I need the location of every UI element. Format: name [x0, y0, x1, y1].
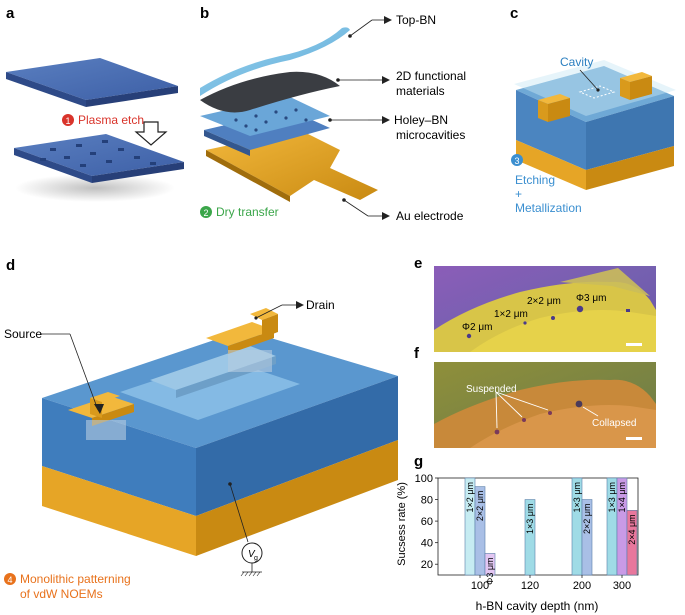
y-tick-label: 20 [421, 559, 433, 571]
svg-text:4: 4 [7, 575, 12, 585]
bar [484, 553, 496, 576]
drain-label: Drain [306, 298, 335, 312]
label-phi2: Φ2 μm [462, 322, 492, 333]
panel-letter-f: f [414, 345, 420, 362]
y-axis-label: Sucsess rate (%) [396, 482, 408, 566]
label-phi3: Φ3 μm [576, 293, 606, 304]
x-tick-label: 300 [613, 580, 631, 592]
panel-c: Cavity 3 Etching + Metallization [511, 55, 676, 215]
suspended-label: Suspended [466, 384, 517, 395]
callout-au-electrode: Au electrode [396, 209, 464, 223]
svg-text:1: 1 [65, 116, 70, 126]
callout-top-bn: Top-BN [396, 13, 436, 27]
label-1x2: 1×2 μm [494, 309, 528, 320]
bar-label: 1×4 μm [617, 482, 627, 512]
scale-bar-f [626, 437, 642, 440]
panel-letter-a: a [6, 5, 15, 22]
y-tick-label: 60 [421, 516, 433, 528]
plus-label: + [515, 187, 522, 201]
etching-label: Etching [515, 173, 555, 187]
panel-e: Φ2 μm 1×2 μm 2×2 μm Φ3 μm [434, 266, 656, 352]
2d-material-layer [200, 71, 340, 113]
bar-label: Φ3 μm [485, 557, 495, 584]
collapsed-label: Collapsed [592, 418, 636, 429]
bar-label: 1×3 μm [525, 504, 535, 534]
plasma-etch-label: Plasma etch [78, 113, 144, 127]
panel-letter-e: e [414, 255, 422, 272]
x-tick-label: 120 [521, 580, 539, 592]
bar-label: 2×4 μm [627, 514, 637, 544]
bar [626, 510, 638, 576]
x-tick-label: 200 [573, 580, 591, 592]
step-4-badge [4, 573, 16, 585]
bn-flake-etched [14, 134, 184, 176]
down-arrow-icon [134, 121, 168, 146]
gate-voltage-label: V [248, 549, 256, 560]
callout-2d-materials-line2: materials [396, 84, 445, 98]
svg-text:3: 3 [514, 156, 519, 166]
bar [581, 499, 593, 576]
panel-letter-d: d [6, 257, 15, 274]
panel-letter-b: b [200, 5, 209, 22]
bar-label: 2×2 μm [582, 504, 592, 534]
svg-text:2: 2 [203, 208, 208, 218]
drain-electrode [206, 322, 274, 346]
bar-label: 1×3 μm [607, 482, 617, 512]
scale-bar-e [626, 343, 642, 346]
y-tick-label: 100 [415, 473, 433, 485]
bn-flake-top [6, 58, 178, 100]
top-bn-layer [200, 27, 350, 96]
panel-letter-g: g [414, 453, 423, 470]
callout-2d-materials-line1: 2D functional [396, 69, 466, 83]
plot-frame [437, 477, 639, 576]
step-2-badge [200, 206, 212, 218]
cavity-label: Cavity [560, 55, 593, 69]
y-tick-label: 80 [421, 495, 433, 507]
panel-letter-c: c [510, 5, 518, 22]
vdw-noems-label: of vdW NOEMs [20, 587, 103, 601]
dry-transfer-label: Dry transfer [216, 205, 279, 219]
callout-holey-bn-line2: microcavities [396, 128, 465, 142]
cavity-outline [578, 85, 616, 99]
source-label: Source [4, 327, 42, 341]
x-tick-label: 100 [471, 580, 489, 592]
metallization-label: Metallization [515, 201, 582, 215]
panel-f: Suspended Collapsed [434, 362, 656, 448]
panel-d: Source Drain V g 4 Monolithic patterning… [4, 298, 398, 601]
x-axis-label: h-BN cavity depth (nm) [476, 599, 599, 613]
bar-label: 1×2 μm [465, 482, 475, 512]
success-rate-chart: Sucsess rate (%) h-BN cavity depth (nm) … [396, 473, 639, 613]
step-3-badge [511, 154, 523, 166]
step-1-badge [62, 114, 74, 126]
gate-voltage-subscript: g [254, 555, 258, 562]
panel-a: 1 Plasma etch [6, 58, 184, 202]
callout-holey-bn-line1: Holey–BN [394, 113, 448, 127]
label-2x2: 2×2 μm [527, 296, 561, 307]
bar-label: 2×2 μm [475, 491, 485, 521]
y-tick-label: 40 [421, 538, 433, 550]
bar-label: 1×3 μm [572, 482, 582, 512]
panel-b: Top-BN 2D functional materials Holey–BN … [200, 13, 466, 223]
monolithic-patterning-label: Monolithic patterning [20, 572, 131, 586]
